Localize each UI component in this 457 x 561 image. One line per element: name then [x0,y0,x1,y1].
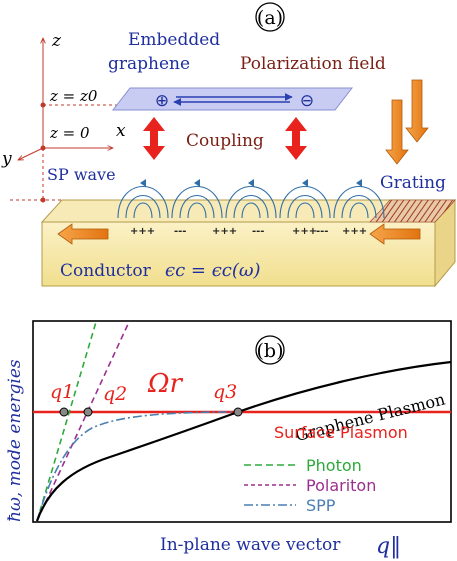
graphene-sheet [111,87,354,111]
axis-x-label: x [116,121,126,141]
panel-a-label: (a) [257,7,283,29]
x-axis-symbol: q‖ [376,534,401,559]
charge-label: +++ [292,226,317,237]
conductor-equation: ϵc = ϵc(ω) [165,260,261,281]
charge-label: --- [174,226,186,237]
y-axis-label: ħω, mode energies [5,359,25,522]
surface-plasmon-label: Surface Plasmon [274,423,408,442]
photon-line [36,321,97,522]
graphene-label: graphene [108,54,190,74]
spp-curve [36,411,239,522]
panel-b-label: (b) [257,340,284,362]
sp-direction-arrow-icon [57,223,421,245]
grating-hatch [369,199,456,223]
panel-a: (a) z x y z = z0 z = 0 Embedded graphene… [1,2,457,288]
polarization-label: Polarization field [240,54,386,74]
axis-y-label: y [1,149,12,169]
axis-z-label: z [51,31,62,51]
grating-label: Grating [380,173,446,193]
coupling-arrow-right-icon [285,117,307,160]
q1-marker [59,407,69,417]
charge-label: +++ [342,226,367,237]
q3-label: q3 [213,381,237,403]
surface-charges: +++ --- +++ --- +++ --- +++ [130,226,367,237]
intersection-markers [59,407,243,417]
coupling-arrow-left-icon [143,117,165,160]
charge-label: +++ [212,226,237,237]
plot-frame [32,320,452,523]
plus-charge-icon: ⊕ [155,91,169,111]
polariton-line [36,321,130,522]
graphene-plasmon-curve [35,360,452,522]
q2-marker [83,407,93,417]
panel-b: (b) q1 q2 q3 Ωr Graphene Plasmon Surface… [5,320,452,559]
legend-spp-label: SPP [306,496,336,515]
legend-photon-label: Photon [306,456,362,475]
charge-label: +++ [130,226,155,237]
polarization-arrow-icon [385,79,429,165]
y-axis [18,147,44,160]
minus-charge-icon: ⊖ [300,91,314,111]
sp-wave-label: SP wave [47,165,116,184]
q1-label: q1 [50,381,74,403]
origin-dot [40,145,46,151]
q2-label: q2 [103,383,127,405]
conductor-block [40,198,457,288]
sp-field-lines [117,185,385,219]
omega-r-label: Ωr [147,369,184,399]
charge-label: --- [252,226,264,237]
coupling-label: Coupling [186,131,264,151]
z0-dot [40,102,46,108]
panel-b-label-circle [255,335,285,365]
x-axis-label: In-plane wave vector [160,535,341,555]
q3-marker [233,407,243,417]
z-eq-z0-label: z = z0 [49,87,98,105]
z-eq-0-label: z = 0 [49,124,90,142]
conductor-label: Conductor [60,261,152,281]
legend-polariton-label: Polariton [306,476,376,495]
field-arrowheads [140,179,362,187]
charge-label: --- [316,226,328,237]
legend: Photon Polariton SPP [244,456,376,515]
embedded-label: Embedded [128,30,220,50]
surface-dot [40,197,46,203]
panel-a-label-circle [255,2,285,32]
